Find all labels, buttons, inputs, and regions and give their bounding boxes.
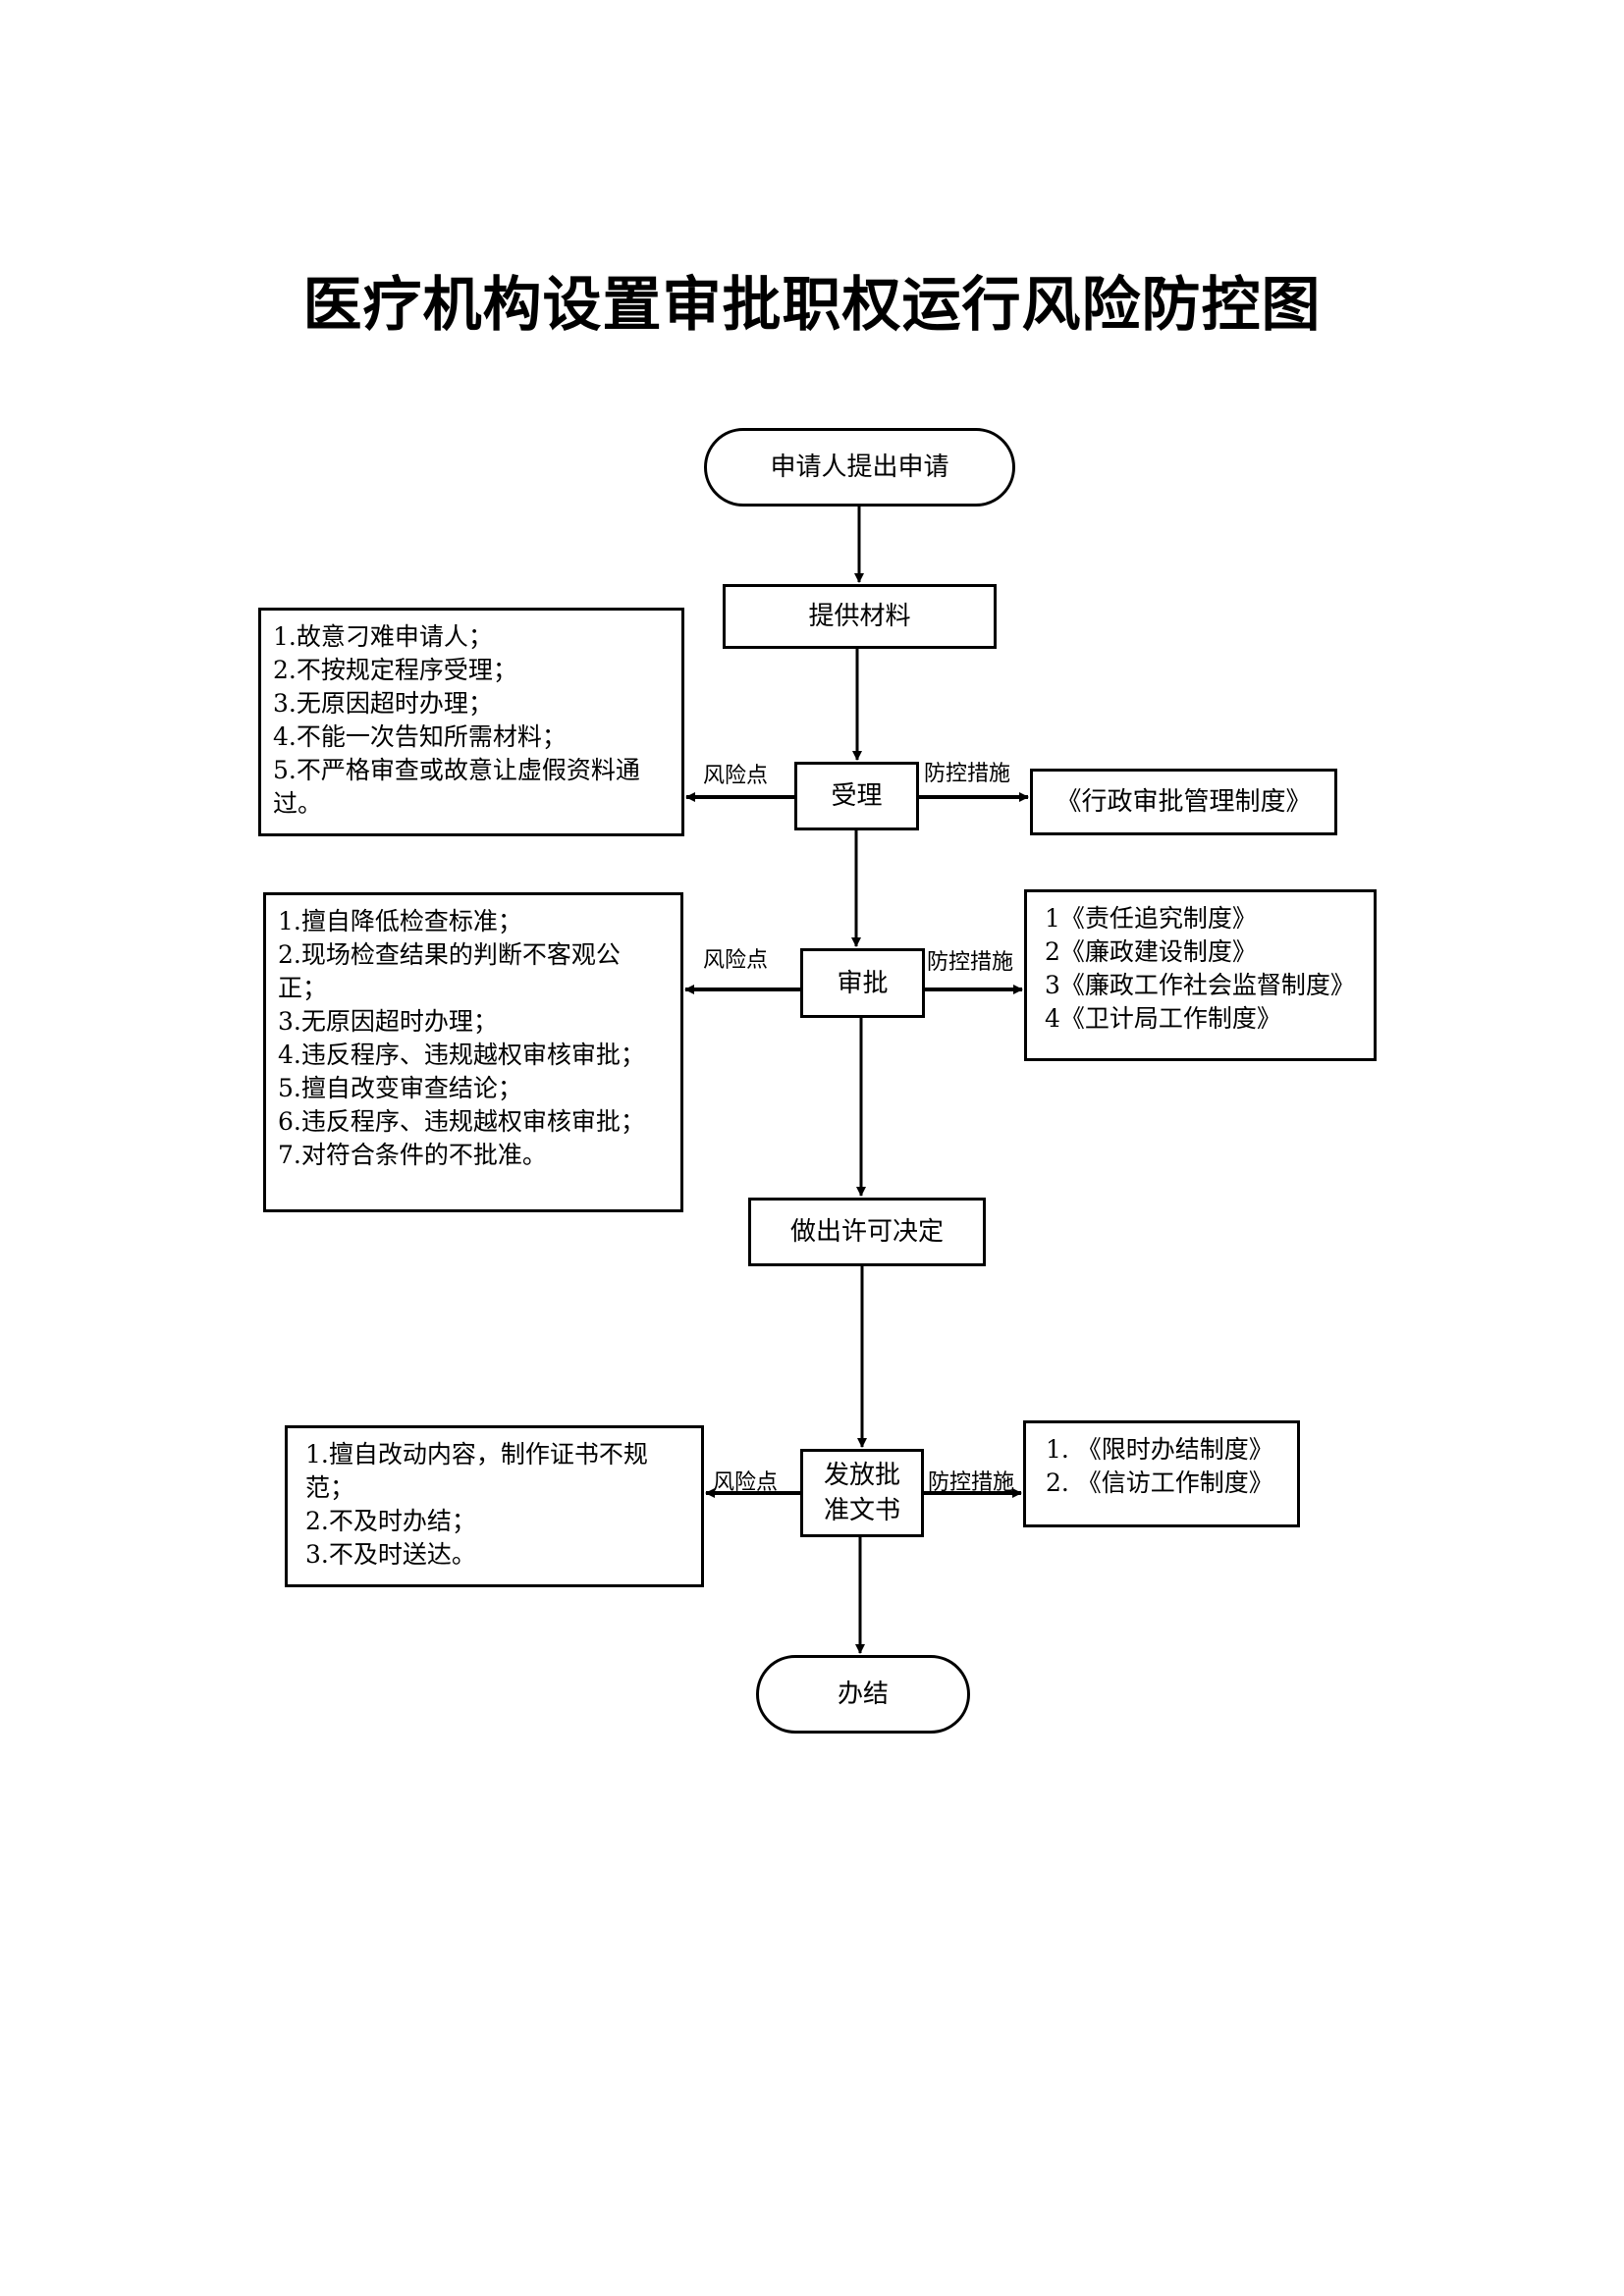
risk-item: 3.无原因超时办理； <box>273 689 493 718</box>
control-item: 3《廉政工作社会监督制度》 <box>1045 971 1355 999</box>
control-item: 4《卫计局工作制度》 <box>1045 1004 1281 1033</box>
risk-item: 4.不能一次告知所需材料； <box>273 722 567 751</box>
control-label-accept: 防控措施 <box>924 762 1011 786</box>
risk-box-accept: 1.故意刁难申请人； 2.不按规定程序受理； 3.无原因超时办理； 4.不能一次… <box>258 608 684 836</box>
issue-document-node: 发放批准文书 <box>800 1449 924 1537</box>
risk-item: 2.不及时办结； <box>305 1507 476 1535</box>
risk-label-issue: 风险点 <box>713 1470 779 1495</box>
start-node: 申请人提出申请 <box>704 428 1015 507</box>
control-item: 1. 《限时办结制度》 <box>1046 1435 1273 1464</box>
approve-node: 审批 <box>800 948 925 1018</box>
risk-item: 5.不严格审查或故意让虚假资料通过。 <box>273 756 640 818</box>
end-node: 办结 <box>756 1655 970 1734</box>
control-item: 2. 《信访工作制度》 <box>1046 1468 1273 1497</box>
risk-item: 4.违反程序、违规越权审核审批； <box>278 1041 645 1069</box>
risk-item: 5.擅自改变审查结论； <box>278 1074 522 1102</box>
control-item: 《行政审批管理制度》 <box>1056 787 1312 817</box>
risk-item: 3.无原因超时办理； <box>278 1007 498 1036</box>
control-item: 2《廉政建设制度》 <box>1045 937 1257 966</box>
risk-item: 2.现场检查结果的判断不客观公正； <box>278 940 621 1002</box>
control-box-issue: 1. 《限时办结制度》 2. 《信访工作制度》 <box>1023 1420 1300 1527</box>
risk-box-approve: 1.擅自降低检查标准； 2.现场检查结果的判断不客观公正； 3.无原因超时办理；… <box>263 892 683 1212</box>
risk-box-issue: 1.擅自改动内容，制作证书不规范； 2.不及时办结； 3.不及时送达。 <box>285 1425 704 1587</box>
risk-item: 1.故意刁难申请人； <box>273 622 493 651</box>
accept-node: 受理 <box>794 762 919 830</box>
control-item: 1《责任追究制度》 <box>1045 904 1257 933</box>
control-box-approve: 1《责任追究制度》 2《廉政建设制度》 3《廉政工作社会监督制度》 4《卫计局工… <box>1024 889 1377 1061</box>
risk-item: 7.对符合条件的不批准。 <box>278 1141 547 1169</box>
control-box-accept: 《行政审批管理制度》 <box>1030 769 1337 835</box>
risk-item: 6.违反程序、违规越权审核审批； <box>278 1107 645 1136</box>
risk-item: 3.不及时送达。 <box>305 1540 476 1569</box>
risk-label-approve: 风险点 <box>703 948 769 973</box>
decide-node: 做出许可决定 <box>748 1198 986 1266</box>
risk-item: 1.擅自改动内容，制作证书不规范； <box>305 1440 648 1502</box>
page-title: 医疗机构设置审批职权运行风险防控图 <box>302 271 1322 340</box>
risk-label-accept: 风险点 <box>703 764 769 788</box>
provide-materials-node: 提供材料 <box>723 584 997 649</box>
risk-item: 1.擅自降低检查标准； <box>278 907 522 935</box>
control-label-issue: 防控措施 <box>928 1470 1015 1495</box>
risk-item: 2.不按规定程序受理； <box>273 656 517 684</box>
control-label-approve: 防控措施 <box>927 950 1014 975</box>
